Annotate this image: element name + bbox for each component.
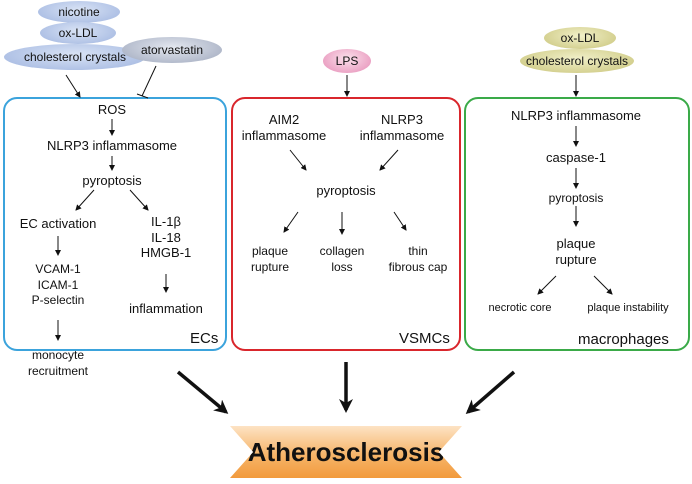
ec-inflammation: inflammation	[129, 301, 203, 316]
mac-caspase: caspase-1	[546, 150, 606, 165]
arrow-ecs-to-outcome	[176, 370, 229, 414]
nlrp3v-line2: inflammasome	[359, 128, 445, 144]
monocyte-line1: monocyte	[31, 348, 85, 362]
cap-line2: fibrous cap	[388, 259, 448, 274]
mac-rupture: plaque rupture	[540, 236, 612, 269]
arrow-pyroptosis-cytokines	[129, 189, 149, 211]
trigger-nicotine: nicotine	[38, 1, 120, 23]
arrow-vpyro-rupture	[283, 211, 299, 233]
arrow-mrupture-instability	[593, 275, 613, 295]
aim2-line2: inflammasome	[241, 128, 327, 144]
marker-vcam1: VCAM-1	[35, 262, 81, 276]
atherosclerosis-label: Atherosclerosis	[247, 436, 445, 467]
vrupture-line1: plaque	[251, 244, 289, 258]
ecs-panel	[3, 97, 227, 351]
ec-markers: VCAM-1 ICAM-1 P-selectin	[18, 262, 98, 309]
ec-pyroptosis: pyroptosis	[82, 173, 142, 188]
mrupture-line2: rupture	[555, 252, 597, 268]
arrow-macrophages-to-outcome	[465, 370, 516, 414]
marker-pselectin: P-selectin	[31, 293, 85, 308]
nlrp3v-line1: NLRP3	[381, 112, 423, 127]
ec-ros: ROS	[97, 102, 127, 117]
arrow-vpyro-cap	[393, 211, 407, 231]
vsmcs-label: VSMCs	[399, 330, 450, 347]
trigger-atorvastatin: atorvastatin	[122, 37, 222, 63]
cytokine-il1b: IL-1β	[151, 214, 181, 229]
vsmc-outcome-rupture: plaque rupture	[240, 244, 300, 275]
vrupture-line2: rupture	[250, 259, 290, 274]
ec-activation: EC activation	[19, 216, 97, 231]
arrow-ec-triggers	[65, 74, 81, 98]
inhibit-atorvastatin-bar	[136, 93, 149, 99]
cytokine-hmgb1: HMGB-1	[140, 245, 192, 261]
vsmc-outcome-collagen: collagen loss	[310, 244, 374, 275]
trigger-ox-ldl-macrophage: ox-LDL	[544, 27, 616, 49]
monocyte-line2: recruitment	[27, 363, 89, 378]
ec-nlrp3: NLRP3 inflammasome	[46, 138, 178, 153]
macrophages-label: macrophages	[578, 331, 669, 348]
arrow-mrupture-necrotic	[537, 275, 557, 295]
vsmc-aim2: AIM2 inflammasome	[236, 112, 332, 145]
trigger-lps: LPS	[323, 49, 371, 73]
mac-plaque-instability: plaque instability	[587, 302, 669, 314]
inhibit-atorvastatin	[141, 65, 157, 97]
mrupture-line1: plaque	[556, 236, 596, 251]
arrow-pyroptosis-activation	[75, 189, 95, 211]
arrow-nlrp3v-pyroptosis	[379, 149, 399, 171]
ec-cytokines: IL-1β IL-18 HMGB-1	[128, 214, 204, 261]
collagen-line1: collagen	[319, 244, 365, 258]
atherosclerosis-box: Atherosclerosis	[230, 426, 462, 478]
mac-necrotic-core: necrotic core	[488, 302, 552, 314]
cytokine-il18: IL-18	[151, 229, 181, 245]
vsmc-pyroptosis: pyroptosis	[316, 183, 376, 198]
cap-line1: thin	[408, 244, 428, 258]
vsmcs-panel	[231, 97, 461, 351]
collagen-line2: loss	[331, 259, 353, 274]
ecs-label: ECs	[190, 330, 219, 347]
vsmc-outcome-cap: thin fibrous cap	[380, 244, 456, 275]
vsmc-nlrp3: NLRP3 inflammasome	[354, 112, 450, 145]
trigger-cholesterol-crystals-macrophage: cholesterol crystals	[520, 49, 634, 73]
mac-pyroptosis: pyroptosis	[548, 191, 604, 205]
arrow-aim2-pyroptosis	[289, 149, 307, 171]
ec-monocyte-recruitment: monocyte recruitment	[6, 348, 110, 379]
trigger-ox-ldl: ox-LDL	[40, 22, 116, 44]
mac-nlrp3: NLRP3 inflammasome	[510, 108, 642, 123]
aim2-line1: AIM2	[268, 112, 300, 127]
marker-icam1: ICAM-1	[37, 277, 79, 292]
